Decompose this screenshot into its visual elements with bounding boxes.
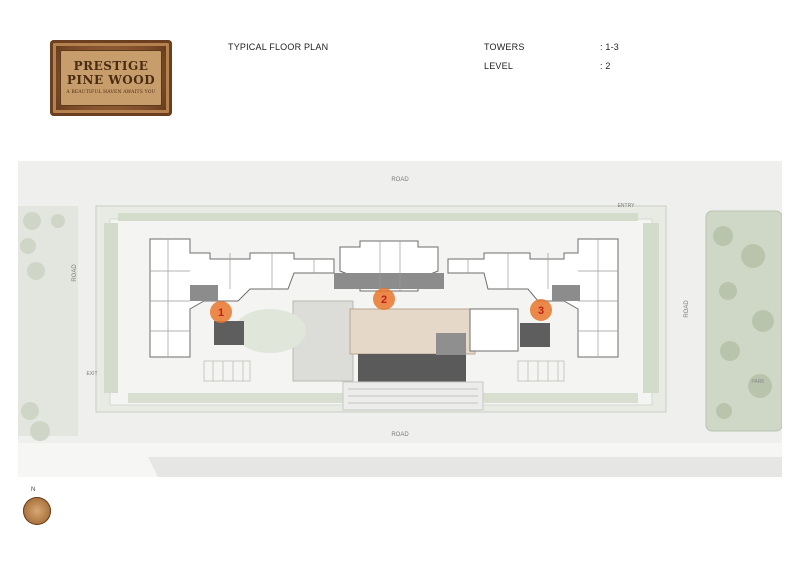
- corridors: [190, 273, 580, 301]
- park-label: PARK: [751, 379, 765, 385]
- unit-partitions: [150, 239, 618, 357]
- road-label-right: ROAD: [684, 300, 690, 318]
- road-label-top: ROAD: [391, 177, 409, 183]
- lawn-left: [234, 309, 306, 353]
- prestige-pine-wood-logo: PRESTIGE PINE WOOD A BEAUTIFUL HAVEN AWA…: [50, 40, 172, 116]
- tower-marker-3-circle: [530, 299, 552, 321]
- parking-bays: [203, 360, 565, 382]
- page-title: TYPICAL FLOOR PLAN: [228, 42, 329, 52]
- left-green-strip: [104, 223, 118, 393]
- tower-marker-2-label: 2: [381, 294, 387, 306]
- logo-line-2: PINE WOOD: [66, 73, 156, 87]
- exit-label: EXIT: [86, 371, 97, 377]
- top-green-strip: [118, 213, 638, 221]
- tower-marker-1-circle: [210, 301, 232, 323]
- tower-marker-3[interactable]: 3: [530, 299, 552, 321]
- clubhouse-roof: [358, 354, 466, 382]
- site-plan-drawing: 1 2 3 ROAD ROAD ROAD ROAD ENTRY EXIT PAR…: [18, 161, 782, 477]
- tower-marker-2-circle: [373, 288, 395, 310]
- bottom-road: [148, 457, 782, 477]
- logo-tagline: A BEAUTIFUL HAVEN AWAITS YOU: [66, 90, 156, 95]
- entry-label: ENTRY: [618, 203, 636, 209]
- site-plan: 1 2 3 ROAD ROAD ROAD ROAD ENTRY EXIT PAR…: [18, 161, 782, 477]
- step-lines: [348, 388, 478, 404]
- logo-line-1: PRESTIGE: [73, 59, 149, 73]
- tower-marker-1[interactable]: 1: [210, 301, 232, 323]
- tower-marker-3-label: 3: [538, 305, 544, 317]
- park-trees: [713, 226, 774, 419]
- left-trees: [20, 212, 65, 441]
- logo-panel: PRESTIGE PINE WOOD A BEAUTIFUL HAVEN AWA…: [60, 50, 162, 106]
- towers-value: : 1-3: [600, 42, 620, 52]
- right-green-strip: [643, 223, 659, 393]
- pool-block: [436, 333, 466, 355]
- compass-icon: [23, 497, 51, 525]
- road-label-bottom: ROAD: [391, 432, 409, 438]
- tower-marker-1-label: 1: [218, 307, 224, 319]
- level-label: LEVEL: [484, 61, 514, 71]
- tower-marker-2[interactable]: 2: [373, 288, 395, 310]
- towers-label: TOWERS: [484, 42, 525, 52]
- core-blocks: [214, 321, 550, 347]
- compass-north-label: N: [31, 487, 36, 493]
- road-label-left: ROAD: [72, 264, 78, 282]
- level-value: : 2: [600, 61, 611, 71]
